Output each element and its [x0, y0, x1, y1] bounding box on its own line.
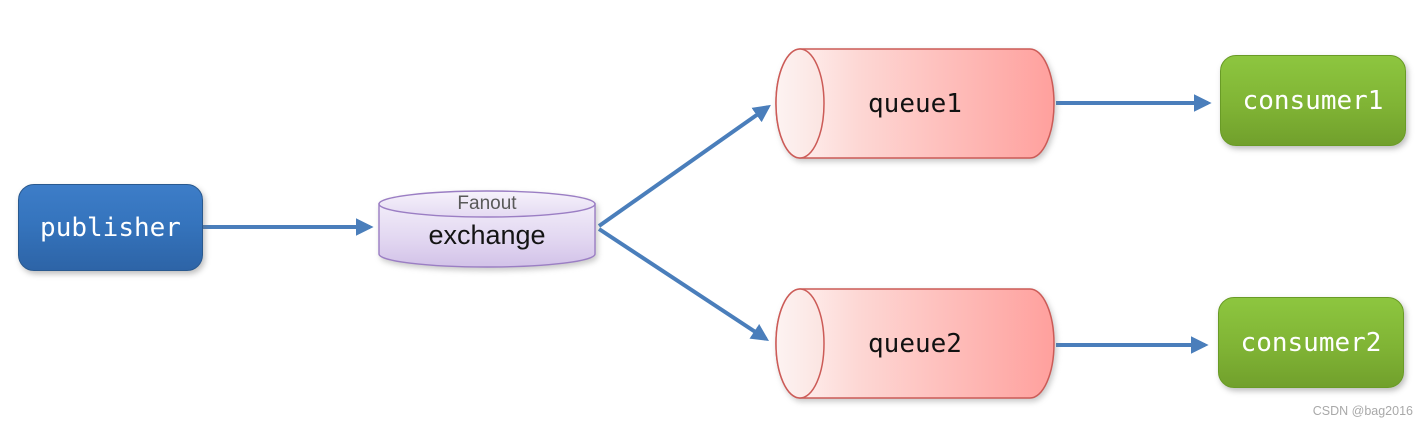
exchange-label: exchange: [428, 220, 546, 250]
queue1-label: queue1: [868, 88, 962, 119]
consumer2-label: consumer2: [1240, 327, 1382, 358]
queue2-node: queue2: [775, 288, 1055, 399]
edge-exchange-queue2: [597, 227, 770, 341]
consumer1-node: consumer1: [1220, 55, 1406, 146]
queue1-node: queue1: [775, 48, 1055, 159]
exchange-type-label: Fanout: [457, 193, 517, 214]
consumer2-node: consumer2: [1218, 297, 1404, 388]
exchange-node: Fanout exchange: [378, 190, 596, 268]
publisher-label: publisher: [40, 212, 181, 243]
consumer1-label: consumer1: [1242, 85, 1384, 116]
queue2-cylinder-shape: [775, 288, 1055, 399]
exchange-cylinder-shape: [378, 190, 596, 268]
watermark: CSDN @bag2016: [1312, 404, 1413, 418]
edge-exchange-queue1: [597, 104, 771, 228]
queue2-label: queue2: [868, 328, 962, 359]
publisher-node: publisher: [18, 184, 203, 271]
queue1-cylinder-shape: [775, 48, 1055, 159]
